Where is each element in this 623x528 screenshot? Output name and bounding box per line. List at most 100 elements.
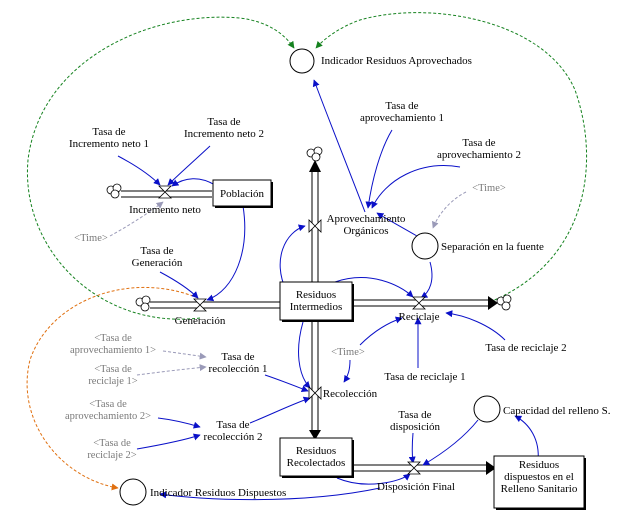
link-residuos-aprovechamiento	[279, 224, 306, 291]
label-residuos-dispuestos-line-3: Relleno Sanitario	[501, 483, 578, 495]
label-time-c: <Time>	[331, 347, 365, 358]
link-sh-recic2-tasa-rec2	[136, 433, 201, 450]
label-separacion-fuente-line-1: Separación en la fuente	[441, 241, 544, 253]
label-tasa-disposicion-line-2: disposición	[390, 421, 441, 433]
link-time-recoleccion	[343, 359, 351, 383]
label-tasa-reciclaje-1: Tasa de reciclaje 1	[384, 371, 465, 383]
label-capacidad-relleno-line-1: Capacidad del relleno S.	[503, 405, 611, 417]
flow-pipes	[121, 160, 498, 475]
label-tasa-generacion-line-1: Tasa de	[140, 245, 173, 257]
label-reciclaje-line-1: Reciclaje	[399, 311, 440, 323]
valve-disposicion	[407, 461, 421, 475]
stock-boxes	[212, 179, 586, 510]
label-tasa-reciclaje-2: Tasa de reciclaje 2	[485, 342, 566, 354]
label-tasa-aprov-1-line-1: Tasa de	[385, 100, 418, 112]
label-residuos-dispuestos-line-1: Residuos	[519, 459, 559, 471]
link-separacion-aprovechamiento	[376, 212, 418, 237]
causal-links	[117, 79, 539, 501]
label-indicador-dispuestos: Indicador Residuos Dispuestos	[150, 487, 286, 499]
label-generacion: Generación	[175, 315, 226, 327]
cloud-sink-reciclaje	[496, 294, 512, 311]
link-poblacion-indicador-aprovechados	[26, 16, 295, 320]
link-time-b-separacion	[431, 191, 467, 229]
link-capacidad-disposicion	[422, 419, 479, 466]
label-poblacion: Población	[220, 188, 264, 200]
label-capacidad-relleno: Capacidad del relleno S.	[503, 405, 611, 417]
link-sh-recic1-tasa-rec1	[136, 364, 207, 376]
label-tasa-reciclaje-1-line-1: Tasa de reciclaje 1	[384, 371, 465, 383]
label-disposicion-final-line-1: Disposición Final	[377, 481, 455, 493]
label-sh-recic-2-line-2: reciclaje 2>	[87, 450, 136, 461]
label-sh-recic-1-line-2: reciclaje 1>	[88, 376, 137, 387]
cloud-sink-aprovechamiento	[306, 146, 323, 162]
label-tasa-aprov-1-line-2: aprovechamiento 1	[360, 112, 444, 124]
label-tasa-recoleccion-2-line-2: recolección 2	[204, 431, 263, 443]
label-tasa-generacion-line-2: Generación	[132, 257, 183, 269]
valve-recoleccion	[308, 386, 322, 400]
label-time-b: <Time>	[472, 183, 506, 194]
stock-poblacion[interactable]	[212, 179, 272, 207]
label-incremento-neto: Incremento neto	[129, 204, 201, 216]
link-tasa-aprov2-aprovechamiento	[371, 165, 461, 209]
label-disposicion-final: Disposición Final	[377, 481, 455, 493]
link-disposicion-indicador-disp	[159, 487, 381, 501]
label-residuos-recolectados-line-2: Recolectados	[287, 457, 346, 469]
label-tasa-recoleccion-1-line-2: recolección 1	[209, 363, 268, 375]
circle-indicador-dispuestos[interactable]	[119, 478, 147, 506]
link-poblacion-incremento	[171, 178, 216, 187]
label-tasa-reciclaje-2-line-1: Tasa de reciclaje 2	[485, 342, 566, 354]
circle-capacidad[interactable]	[473, 395, 501, 423]
clouds	[106, 146, 512, 312]
label-residuos-recolectados-line-1: Residuos	[296, 445, 336, 457]
link-poblacion-generacion	[206, 205, 246, 302]
label-sh-recic-1-line-1: <Tasa de	[94, 364, 132, 375]
label-tasa-incremento-1-line-1: Tasa de	[92, 126, 125, 138]
link-reciclaje-indicador-aprovechados	[315, 12, 588, 303]
stock-residuos-dispuestos[interactable]	[493, 455, 585, 509]
stock-residuos-recolectados[interactable]	[279, 437, 353, 477]
label-indicador-dispuestos-line-1: Indicador Residuos Dispuestos	[150, 487, 286, 499]
label-sh-recic-2-line-1: <Tasa de	[93, 438, 131, 449]
link-tasa-inc2-incremento	[167, 145, 211, 186]
cloud-source-generacion	[135, 295, 151, 312]
label-tasa-disposicion-line-1: Tasa de	[398, 409, 431, 421]
link-tasa-recic2-reciclaje	[445, 310, 506, 341]
label-separacion-fuente: Separación en la fuente	[441, 241, 544, 253]
label-aprovechamiento-line-2: Orgánicos	[343, 225, 388, 237]
label-time-a-line-1: <Time>	[74, 233, 108, 244]
label-poblacion-line-1: Población	[220, 188, 264, 200]
label-sh-aprov-2-line-1: <Tasa de	[89, 399, 127, 410]
link-residuos-reciclaje	[334, 277, 414, 298]
label-indicador-aprovechados-line-1: Indicador Residuos Aprovechados	[321, 55, 472, 67]
link-generacion-indicador-dispuestos	[26, 286, 199, 491]
link-sh-aprov2-tasa-rec2	[157, 417, 201, 429]
label-residuos-dispuestos-line-2: dispuestos en el	[504, 471, 574, 483]
stock-residuos-intermedios[interactable]	[279, 281, 353, 321]
circle-indicador-aprovechados[interactable]	[289, 48, 315, 74]
label-indicador-aprovechados: Indicador Residuos Aprovechados	[321, 55, 472, 67]
label-tasa-incremento-2-line-2: Incremento neto 2	[184, 128, 264, 140]
link-time-reciclaje	[359, 316, 403, 346]
label-generacion-line-1: Generación	[175, 315, 226, 327]
circle-separacion[interactable]	[411, 232, 439, 260]
valve-reciclaje	[412, 296, 426, 310]
label-residuos-intermedios-line-2: Intermedios	[290, 301, 343, 313]
shadow-links	[109, 191, 467, 376]
label-aprovechamiento-line-1: Aprovechamiento	[327, 213, 406, 225]
label-recoleccion-line-1: Recolección	[323, 388, 378, 400]
